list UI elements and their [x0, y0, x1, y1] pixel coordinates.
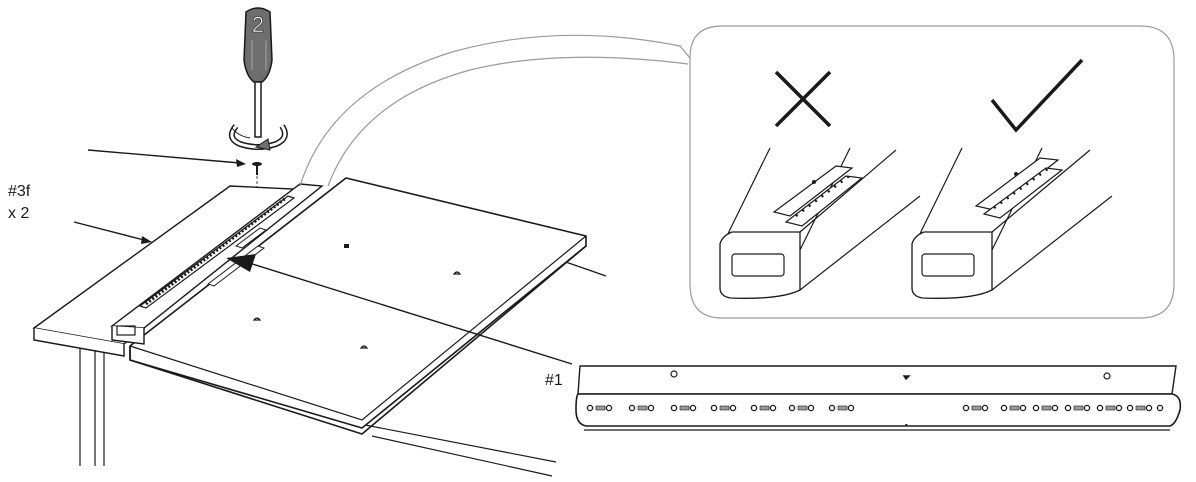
rail-hole: [628, 404, 636, 412]
screw-part-code: #3f: [8, 183, 31, 200]
rail-hole: [1145, 404, 1153, 412]
rail-slot: [1041, 405, 1052, 411]
correct-install-detail: [911, 147, 1113, 299]
rail-slot: [719, 405, 730, 411]
rail-hole: [981, 404, 989, 412]
rail-hole: [1064, 404, 1072, 412]
tv-panel: [129, 177, 587, 435]
rail-part: [575, 365, 1182, 431]
rail-hole: [689, 404, 697, 412]
check-icon: [990, 58, 1084, 133]
rail-hole: [828, 404, 836, 412]
rail-hole: [769, 404, 777, 412]
screwdriver-size-label: 2: [252, 12, 264, 37]
rail-hole: [1032, 404, 1040, 412]
detail-callout: [299, 25, 1175, 319]
rail-hole: [605, 404, 613, 412]
rail-slot: [797, 405, 808, 411]
rail-hole: [1083, 404, 1091, 412]
screw-pointer-lines: [73, 149, 246, 244]
rail-slot: [1073, 405, 1084, 411]
rail-slot: [1105, 405, 1116, 411]
rail-hole-row: [586, 404, 1164, 412]
rail-hole: [1096, 404, 1104, 412]
wrong-install-detail: [719, 147, 921, 299]
screw-part-qty: x 2: [8, 205, 29, 222]
rail-hole: [1019, 404, 1027, 412]
rail-hole: [710, 404, 718, 412]
rail-hole: [586, 404, 594, 412]
rail-slot: [679, 405, 690, 411]
rail-slot: [1009, 405, 1020, 411]
rotation-arrow-icon: [228, 124, 288, 151]
rail-hole: [1000, 404, 1008, 412]
rail-hole: [670, 404, 678, 412]
rail-part-code: #1: [545, 372, 563, 389]
rail-bracket-mounted: [110, 183, 324, 345]
rail-hole: [1156, 404, 1164, 412]
rail-slot: [637, 405, 648, 411]
rail-hole: [1051, 404, 1059, 412]
rail-hole: [847, 404, 855, 412]
rail-hole: [788, 404, 796, 412]
rail-hole: [1115, 404, 1123, 412]
rail-slot: [837, 405, 848, 411]
rail-hole: [750, 404, 758, 412]
screwdriver-icon: 2: [243, 7, 273, 138]
rail-slot: [595, 405, 606, 411]
insert-arrow: [226, 254, 573, 365]
rail-slot: [759, 405, 770, 411]
rail-slot: [971, 405, 982, 411]
rail-hole: [962, 404, 970, 412]
rail-slot: [1135, 405, 1146, 411]
rail-hole: [729, 404, 737, 412]
cross-icon: [774, 70, 832, 128]
rail-hole: [1126, 404, 1134, 412]
rail-hole: [807, 404, 815, 412]
rail-hole: [647, 404, 655, 412]
